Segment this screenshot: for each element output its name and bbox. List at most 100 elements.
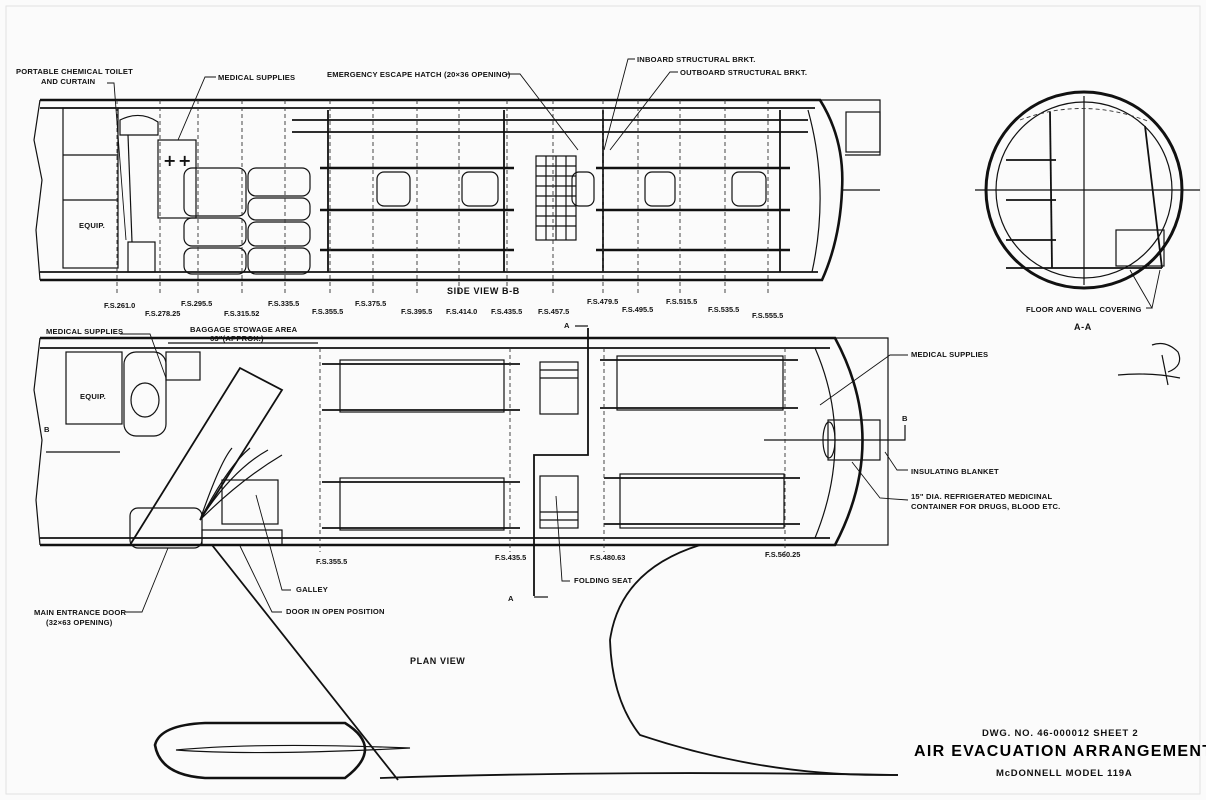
title-block: DWG. NO. 46-000012 SHEET 2 AIR EVACUATIO…	[914, 728, 1206, 779]
plan-station-label: F.S.560.25	[765, 550, 800, 559]
plan-litter	[339, 477, 505, 531]
marker-b-left: B	[44, 425, 50, 434]
plan-litter	[619, 473, 785, 529]
window	[731, 171, 767, 207]
station-label: F.S.535.5	[708, 305, 739, 314]
station-label: F.S.435.5	[491, 307, 522, 316]
section-cut-line	[533, 328, 589, 596]
container-label-2: CONTAINER FOR DRUGS, BLOOD ETC.	[911, 502, 1061, 511]
medical-cross-icon: +	[163, 151, 176, 170]
sheet-border	[5, 5, 1201, 795]
plan-litter	[339, 359, 505, 413]
plan-bulkhead	[814, 347, 836, 539]
plan-fuselage-outline	[40, 336, 864, 547]
plan-litter	[616, 355, 784, 411]
medical-supplies-top-label: MEDICAL SUPPLIES	[218, 73, 295, 82]
station-label: F.S.555.5	[752, 311, 783, 320]
baggage-stack	[183, 167, 311, 275]
section-stanchion	[1049, 111, 1053, 269]
station-label: F.S.414.0	[446, 307, 477, 316]
floor-covering-label: FLOOR AND WALL COVERING	[1026, 305, 1142, 314]
door-swing-arcs	[199, 447, 283, 521]
stanchions	[327, 110, 781, 272]
insulating-blanket-label: INSULATING BLANKET	[911, 467, 999, 476]
side-bulkhead	[807, 109, 821, 273]
station-label: F.S.395.5	[401, 307, 432, 316]
station-label: F.S.479.5	[587, 297, 618, 306]
scribble-mark	[1117, 342, 1181, 386]
plan-view: EQUIP.	[33, 325, 906, 598]
baggage-bundle	[183, 217, 247, 247]
leader-outboard-brkt	[609, 71, 678, 151]
plan-station-label: F.S.480.63	[590, 553, 625, 562]
marker-a-top: A	[564, 321, 570, 330]
refrigerated-container	[827, 419, 881, 461]
leader-medical-top	[177, 76, 216, 141]
station-label: F.S.457.5	[538, 307, 569, 316]
dwg-number: DWG. NO. 46-000012 SHEET 2	[982, 728, 1139, 739]
galley-label: GALLEY	[296, 585, 328, 594]
station-label: F.S.355.5	[312, 307, 343, 316]
equip-plan-label: EQUIP.	[80, 392, 106, 401]
toilet-base	[127, 241, 156, 273]
main-door-label-1: MAIN ENTRANCE DOOR	[34, 608, 127, 617]
wing-structure	[153, 544, 899, 781]
side-fuselage-outline	[40, 98, 844, 282]
equip-side-label: EQUIP.	[79, 221, 105, 230]
toilet-label-2: AND CURTAIN	[41, 77, 95, 86]
leader-door-open	[239, 545, 282, 613]
escape-hatch-label: EMERGENCY ESCAPE HATCH (20×36 OPENING)	[327, 70, 511, 79]
medical-supplies-right-label: MEDICAL SUPPLIES	[911, 350, 988, 359]
wing-tip-edge	[379, 772, 899, 779]
toilet-bowl-icon	[130, 382, 160, 418]
plan-folding-seat	[539, 475, 579, 529]
window	[571, 171, 595, 207]
leader-container	[851, 461, 909, 501]
drawing-title: AIR EVACUATION ARRANGEMENT	[914, 743, 1206, 760]
plan-toilet	[123, 351, 167, 437]
baggage-bundle	[247, 197, 311, 221]
plan-medical-box	[165, 351, 201, 381]
galley-counter	[201, 529, 283, 546]
leader-insulating	[884, 451, 908, 471]
door-open-label: DOOR IN OPEN POSITION	[286, 607, 385, 616]
plan-equip-bay	[65, 351, 123, 425]
window	[376, 171, 411, 207]
door-step	[129, 507, 203, 549]
plan-folding-seat	[539, 361, 579, 415]
station-label: F.S.295.5	[181, 299, 212, 308]
leader-folding-seat	[555, 495, 570, 582]
medical-cross-icon: +	[178, 151, 191, 170]
open-door	[129, 366, 284, 546]
leader-galley	[255, 494, 291, 591]
leader-inboard-brkt	[603, 58, 635, 151]
window	[461, 171, 499, 207]
wing-leading-edge	[211, 544, 399, 781]
outboard-brkt-label: OUTBOARD STRUCTURAL BRKT.	[680, 68, 807, 77]
toilet-icon	[119, 114, 159, 136]
side-folding-seat	[535, 155, 577, 241]
leader-medical-right	[819, 354, 908, 406]
plan-station-label: F.S.435.5	[495, 553, 526, 562]
wing-trailing-edge	[609, 544, 898, 776]
bb-cut-right	[764, 425, 906, 441]
station-label: F.S.315.52	[224, 309, 259, 318]
plan-break-line	[33, 337, 43, 546]
section-aa-title: A-A	[1074, 322, 1092, 332]
main-door-label-2: (32×63 OPENING)	[46, 618, 113, 627]
leader-toilet	[107, 82, 127, 241]
baggage-dim-label: 63"(APPROX.)	[210, 334, 264, 343]
section-side-wall	[1144, 125, 1163, 269]
container-lid	[822, 421, 836, 459]
section-covering	[1019, 108, 1151, 123]
section-cabinet	[1115, 229, 1165, 267]
baggage-bundle	[247, 247, 311, 275]
plan-view-title: PLAN VIEW	[410, 656, 465, 666]
model-name: McDONNELL MODEL 119A	[996, 768, 1133, 779]
litters-fwd	[571, 166, 790, 252]
side-station-labels: F.S.261.0 F.S.278.25 F.S.295.5 F.S.315.5…	[104, 297, 783, 320]
side-nose-box	[845, 111, 881, 153]
engine-pod	[153, 721, 367, 780]
